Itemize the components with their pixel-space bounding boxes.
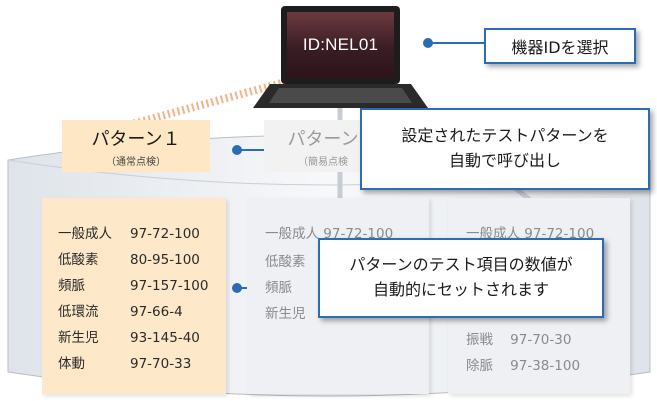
device-callout-dot bbox=[423, 38, 433, 48]
laptop-display: ID:NEL01 bbox=[287, 12, 394, 78]
tab-title: パターン１ bbox=[91, 128, 181, 150]
card-row: 除脈 97-38-100 bbox=[466, 358, 581, 374]
pattern-callout-dot bbox=[232, 145, 242, 155]
device-select-callout: 機器IDを選択 bbox=[484, 28, 636, 64]
card-row: 振戦 97-70-30 bbox=[466, 332, 572, 348]
tab-title: パターン bbox=[287, 128, 359, 150]
card-row: 頻脈 bbox=[265, 280, 292, 296]
tab-subtitle: （簡易点検 bbox=[298, 156, 348, 168]
device-id-label: ID:NEL01 bbox=[302, 35, 379, 54]
pattern-load-callout: 設定されたテストパターンを 自動で呼び出し bbox=[360, 108, 650, 190]
tab-subtitle: （通常点検） bbox=[106, 156, 166, 168]
card-row: 新生児 bbox=[265, 306, 306, 322]
values-set-callout: パターンのテスト項目の数値が 自動的にセットされます bbox=[318, 238, 604, 318]
card-row: 低酸素 bbox=[265, 254, 306, 270]
values-callout-dot bbox=[232, 283, 242, 293]
tab-pattern-1[interactable]: パターン１ （通常点検） bbox=[62, 120, 210, 172]
pattern1-connector bbox=[130, 74, 302, 128]
